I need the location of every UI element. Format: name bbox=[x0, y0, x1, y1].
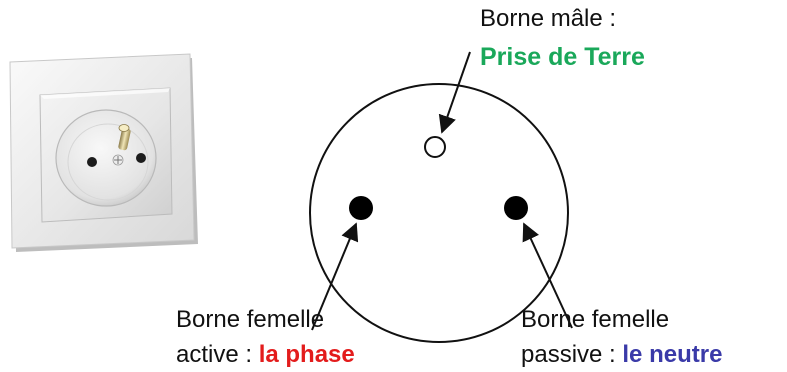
phase-hole bbox=[349, 196, 373, 220]
phase-name: la phase bbox=[258, 341, 355, 368]
phase-label-title: Borne femelle bbox=[176, 306, 325, 333]
phase-label-prefix: active : bbox=[176, 341, 259, 368]
earth-arrow bbox=[438, 51, 471, 134]
shutter-mark bbox=[112, 154, 124, 166]
earth-pin bbox=[424, 136, 446, 158]
neutral-name: le neutre bbox=[622, 341, 723, 368]
earth-name: Prise de Terre bbox=[480, 43, 645, 71]
socket-outline bbox=[309, 83, 569, 343]
socket-schematic bbox=[309, 83, 569, 343]
neutral-label-line: passive : le neutre bbox=[521, 340, 722, 370]
phase-label-line: active : la phase bbox=[176, 340, 355, 370]
neutral-hole bbox=[504, 196, 528, 220]
socket-photo bbox=[9, 53, 198, 252]
phase-arrow bbox=[311, 222, 359, 331]
neutral-label-title: Borne femelle bbox=[521, 306, 670, 333]
earth-label-title: Borne mâle : bbox=[480, 5, 617, 32]
neutral-label-prefix: passive : bbox=[521, 341, 623, 368]
neutral-arrow bbox=[522, 222, 573, 329]
earth-label-name: Prise de Terre bbox=[480, 42, 645, 72]
